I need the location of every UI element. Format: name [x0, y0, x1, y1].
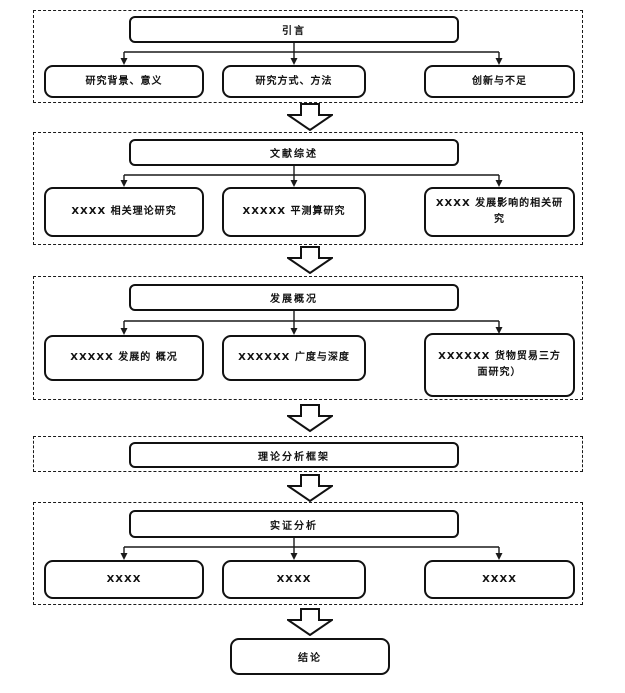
- child-box-innovation-shortcomings: 创新与不足: [424, 65, 575, 98]
- title-box-empirical-analysis: 实证分析: [129, 510, 459, 538]
- child-box-development-profile: XXXXX 发展的 概况: [44, 335, 204, 381]
- section-development-overview: 发展概况 XXXXX 发展的 概况 XXXXXX 广度与深度 XXXXXX 货物…: [33, 276, 583, 400]
- child-box-empirical-3: XXXX: [424, 560, 575, 599]
- child-box-measurement-research: XXXXX 平测算研究: [222, 187, 366, 237]
- child-box-research-background: 研究背景、意义: [44, 65, 204, 98]
- child-box-theory-research: XXXX 相关理论研究: [44, 187, 204, 237]
- down-block-arrow-icon: [287, 403, 333, 433]
- title-box-literature-review: 文献综述: [129, 139, 459, 166]
- down-block-arrow-icon: [287, 103, 333, 131]
- down-block-arrow-icon: [287, 246, 333, 274]
- title-box-theoretical-framework: 理论分析框架: [129, 442, 459, 468]
- child-box-empirical-2: XXXX: [222, 560, 366, 599]
- child-box-development-impact-research: XXXX 发展影响的相关研究: [424, 187, 575, 237]
- child-box-breadth-depth: XXXXXX 广度与深度: [222, 335, 366, 381]
- child-box-goods-trade-three-aspects: XXXXXX 货物贸易三方面研究）: [424, 333, 575, 397]
- title-box-introduction: 引言: [129, 16, 459, 43]
- section-empirical-analysis: 实证分析 XXXX XXXX XXXX: [33, 502, 583, 605]
- child-box-empirical-1: XXXX: [44, 560, 204, 599]
- section-theoretical-framework: 理论分析框架: [33, 436, 583, 472]
- child-box-research-methods: 研究方式、方法: [222, 65, 366, 98]
- title-box-development-overview: 发展概况: [129, 284, 459, 311]
- section-literature-review: 文献综述 XXXX 相关理论研究 XXXXX 平测算研究 XXXX 发展影响的相…: [33, 132, 583, 245]
- down-block-arrow-icon: [287, 608, 333, 636]
- section-introduction: 引言 研究背景、意义 研究方式、方法 创新与不足: [33, 10, 583, 103]
- conclusion-box: 结论: [230, 638, 390, 675]
- down-block-arrow-icon: [287, 474, 333, 502]
